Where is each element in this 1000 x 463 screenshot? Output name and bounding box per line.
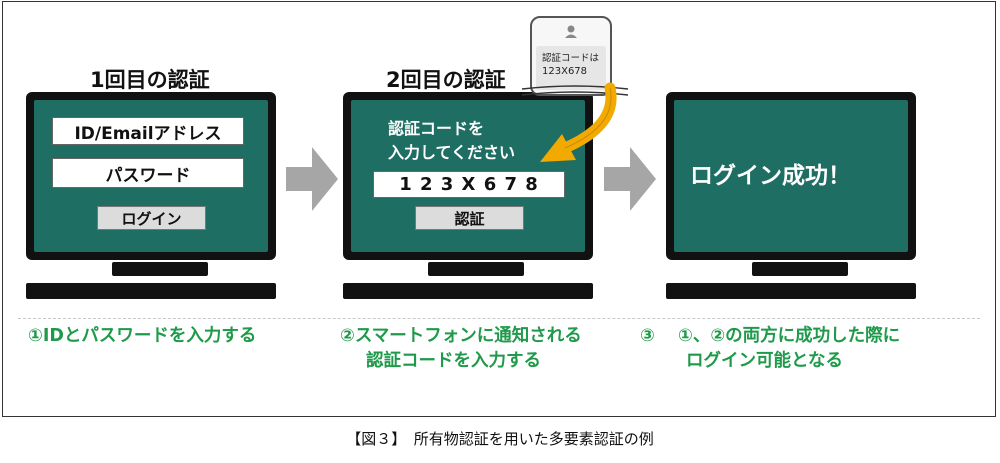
auth-code-input[interactable]: 1 2 3 X 6 7 8: [373, 171, 565, 198]
sms-notification: 認証コードは 123X678: [536, 46, 606, 90]
id-email-field[interactable]: ID/Emailアドレス: [52, 117, 244, 145]
monitor-1-base: [26, 283, 276, 299]
figure-caption: 【図３】 所有物認証を用いた多要素認証の例: [346, 430, 654, 448]
login-success-message: ログイン成功！: [690, 163, 851, 189]
code-prompt-line2: 入力してください: [388, 143, 516, 162]
auth-button[interactable]: 認証: [415, 206, 524, 230]
caption-step1: ①IDとパスワードを入力する: [28, 326, 257, 346]
caption-step2-line1: ②スマートフォンに通知される: [340, 326, 582, 346]
monitor-3-screen: [674, 100, 908, 252]
step-arrow-1: [286, 147, 338, 211]
user-icon: [565, 25, 577, 38]
password-field[interactable]: パスワード: [52, 158, 244, 188]
monitor-3-stand: [752, 262, 848, 276]
divider-line: [18, 318, 980, 319]
login-button[interactable]: ログイン: [97, 206, 206, 230]
step1-title: 1回目の認証: [90, 68, 210, 92]
monitor-3-base: [666, 283, 916, 299]
caption-step2-line2: 認証コードを入力する: [366, 351, 541, 371]
code-prompt-line1: 認証コードを: [388, 119, 485, 138]
sms-line2: 123X678: [542, 66, 588, 77]
phone-paper-lines: [521, 85, 629, 96]
monitor-2-stand: [428, 262, 524, 276]
caption-step3-line1: ①、②の両方に成功した際に: [678, 326, 901, 346]
smartphone: 認証コードは 123X678: [530, 16, 612, 96]
caption-step3-line2: ログイン可能となる: [686, 351, 843, 371]
monitor-2-base: [343, 283, 593, 299]
sms-line1: 認証コードは: [542, 53, 600, 64]
monitor-3: [666, 92, 916, 260]
step2-title: 2回目の認証: [386, 68, 506, 92]
step-arrow-2: [604, 147, 656, 211]
caption-step3-number: ③: [640, 326, 655, 346]
monitor-1-stand: [112, 262, 208, 276]
code-transfer-arrow: [540, 82, 617, 162]
